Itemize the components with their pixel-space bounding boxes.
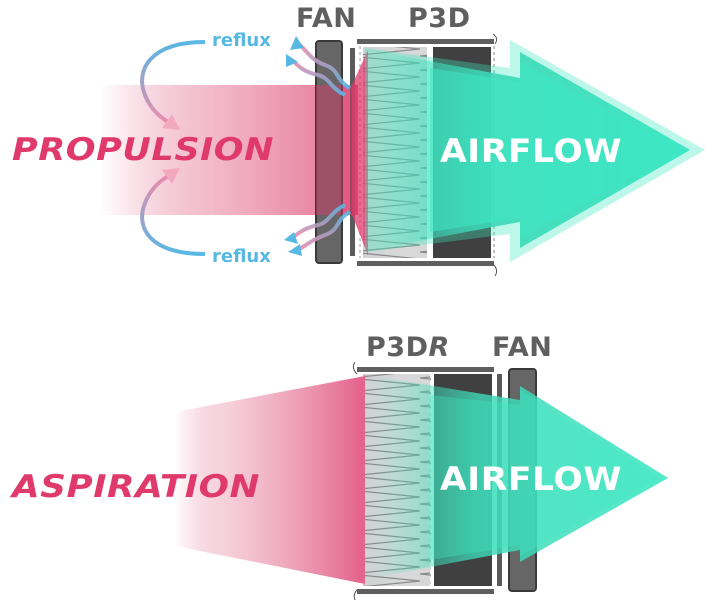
- airflow-arrow-bottom: [372, 376, 668, 578]
- reflux-squiggle-bottom2-icon: [290, 203, 346, 240]
- fan-body: [315, 40, 343, 264]
- reflux-bottom-arrow-icon: [140, 172, 206, 256]
- filter-top-rail: [357, 39, 494, 44]
- reflux-squiggle-top2-arrowhead-icon: [286, 54, 298, 67]
- filter-label-top: P3D: [408, 3, 471, 34]
- airflow-label-top: AIRFLOW: [440, 132, 622, 170]
- airflow-arrow-core: [430, 62, 680, 238]
- propulsion-diagram: FAN P3D reflux reflux PROPULSION AIRFLOW: [12, 3, 705, 277]
- fan-label-bottom: FAN: [492, 332, 552, 363]
- reflux-squiggle-bottom-icon: [296, 210, 352, 252]
- aspiration-label: ASPIRATION: [9, 469, 260, 505]
- filter-bracket-bottom: [492, 263, 498, 277]
- reflux-squiggle-top-icon: [298, 43, 352, 90]
- reflux-squiggle-bottom2-arrowhead-icon: [284, 232, 298, 244]
- airflow-label-bottom: AIRFLOW: [440, 460, 622, 498]
- filter-label-bottom: P3DR: [366, 332, 450, 363]
- incoming-air-cone: [175, 376, 365, 584]
- reflux-top-label: reflux: [212, 30, 271, 51]
- fan-pink-overlay: [316, 85, 358, 215]
- reflux-squiggle-top2-icon: [290, 58, 346, 97]
- propulsion-label: PROPULSION: [12, 132, 274, 168]
- filter-bracket-bottom-bottom: [353, 589, 358, 600]
- fan-label-top: FAN: [296, 3, 356, 34]
- reflux-bottom-label: reflux: [212, 246, 271, 267]
- reflux-bottom-arrowhead-icon: [162, 168, 180, 184]
- reflux-squiggle-bottom-arrowhead-icon: [288, 244, 302, 256]
- filter-bottom-rail-bottom: [357, 589, 494, 594]
- filter-top-rail-bottom: [357, 367, 494, 372]
- filter-bottom-rail: [357, 261, 494, 266]
- pink-cone: [352, 50, 368, 255]
- reflux-top-arrowhead-icon: [162, 114, 180, 130]
- aspiration-diagram: P3DR FAN ASPIRATION AIRFLOW: [9, 332, 668, 600]
- reflux-top-arrow-icon: [140, 40, 206, 126]
- filter-bracket-top-bottom: [352, 361, 358, 375]
- filter-bracket-top: [492, 33, 498, 45]
- airflow-arrow-bottom-tint: [430, 390, 660, 560]
- reflux-squiggle-top-arrowhead-icon: [290, 36, 304, 50]
